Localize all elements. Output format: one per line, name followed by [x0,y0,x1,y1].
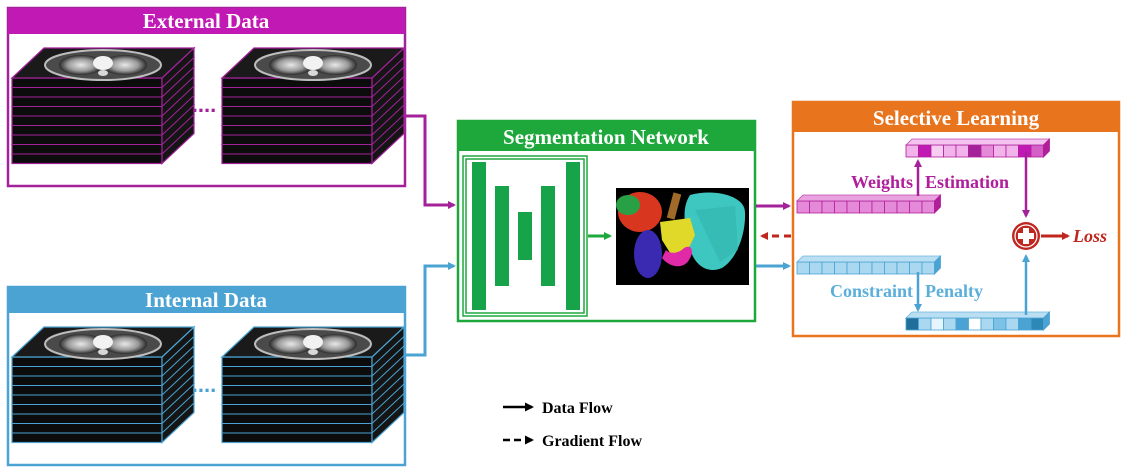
internal-ct-stacks [10,325,406,444]
segmentation-network-header [458,121,755,151]
external-to-network-arrow [405,114,456,209]
vector-cell [980,317,994,331]
sum-operator-icon [1012,222,1040,250]
vector-cell [796,261,810,275]
vector-cell [1005,317,1019,331]
vector-cell [1030,144,1044,158]
vector-cell [918,144,932,158]
ct-slice-image [220,326,406,360]
vector-cell [834,200,848,214]
segmentation-network-panel: Segmentation Network [456,119,757,323]
vector-cell [1018,317,1032,331]
internal-data-panel: Internal Data .... [6,285,407,467]
segmentation-network-title: Segmentation Network [503,125,709,149]
ct-slice-image [220,47,406,81]
weight-vector-top [905,138,1051,158]
vector-cell [809,200,823,214]
vector-cell [993,144,1007,158]
segmentation-output-image [616,188,749,285]
selective-learning-title: Selective Learning [873,106,1040,130]
external-ct-volume-2 [220,46,406,165]
legend: Data Flow Gradient Flow [503,400,642,450]
vector-cell [1005,144,1019,158]
vector-cell [896,200,910,214]
vector-cell [896,261,910,275]
vector-cell [859,261,873,275]
vector-cell [871,261,885,275]
estimation-label: Estimation [925,172,1009,192]
gradient-flow-legend-label: Gradient Flow [542,433,642,450]
vector-cell [968,317,982,331]
decoder-layer-1 [541,186,555,286]
weight-vector-bottom [796,194,942,214]
internal-ellipsis: .... [192,372,216,397]
vector-cell [918,317,932,331]
vector-cell [1030,317,1044,331]
vector-cell [871,200,885,214]
vector-cell [834,261,848,275]
encoder-layer-2 [495,186,509,286]
network-architecture [462,155,588,317]
vector-cell [921,200,935,214]
penalty-label: Penalty [925,281,983,301]
decoder-layer-2 [566,162,580,310]
vector-cell [859,200,873,214]
constraint-label: Constraint [830,281,913,301]
vector-cell [905,317,919,331]
weights-label: Weights [851,172,913,192]
internal-ct-volume-1 [10,325,196,444]
vector-cell [955,144,969,158]
vector-cell [909,261,923,275]
external-ct-volume-1 [10,46,196,165]
vector-cell [884,261,898,275]
vector-cell [968,144,982,158]
vector-cell [943,317,957,331]
external-data-panel: External Data .... [6,6,407,188]
vector-cell [796,200,810,214]
vector-cell [821,200,835,214]
loss-label: Loss [1072,226,1107,246]
external-data-header [8,8,405,34]
vector-cell [930,144,944,158]
bottleneck-layer [518,212,532,260]
internal-data-header [8,287,405,313]
vector-cell [905,144,919,158]
vector-cell [909,200,923,214]
vector-cell [846,261,860,275]
external-data-title: External Data [143,9,270,33]
vector-cell [943,144,957,158]
vector-cell [930,317,944,331]
ct-slice-image [10,47,196,81]
internal-data-title: Internal Data [145,288,267,312]
internal-to-network-arrow [405,262,456,357]
vector-cell [884,200,898,214]
vector-cell [846,200,860,214]
external-ct-stacks [10,46,406,165]
constraint-vector-bottom [905,311,1051,331]
vector-cell [921,261,935,275]
data-flow-legend-label: Data Flow [542,400,613,417]
vector-cell [821,261,835,275]
vector-cell [980,144,994,158]
encoder-layer-1 [472,162,486,310]
selective-learning-header [793,102,1119,132]
vector-cell [955,317,969,331]
vector-cell [809,261,823,275]
selective-learning-panel: Selective Learning Weights Estimation Co… [791,100,1121,338]
internal-ct-volume-2 [220,325,406,444]
external-ellipsis: .... [192,92,216,117]
vector-cell [993,317,1007,331]
constraint-vector-top [796,255,942,275]
ct-slice-image [10,326,196,360]
